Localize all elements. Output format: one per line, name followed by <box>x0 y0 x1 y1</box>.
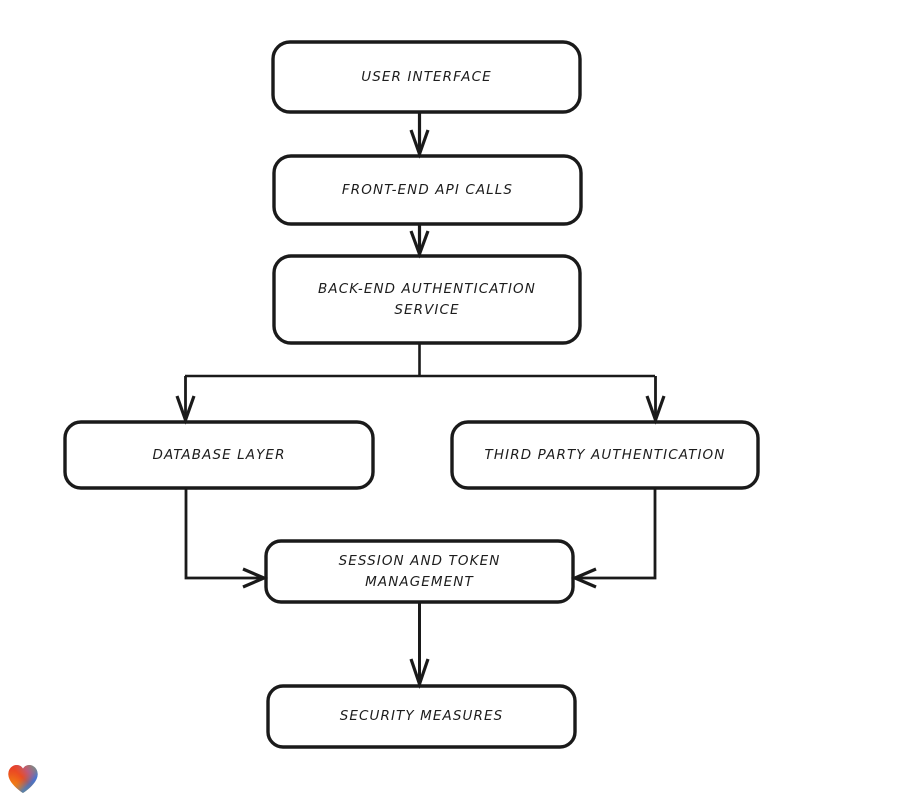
edge-session-to-security <box>409 602 430 689</box>
node-hit-front-end-api-calls[interactable] <box>274 156 581 224</box>
node-user-interface[interactable] <box>271 40 582 114</box>
edge-api-to-backend <box>409 224 430 259</box>
node-hit-database-layer[interactable] <box>65 422 373 488</box>
node-hit-third-party-authentication[interactable] <box>452 422 758 488</box>
node-hit-security-measures[interactable] <box>268 686 575 747</box>
heart-icon <box>8 764 38 794</box>
edge-backend-to-database <box>175 376 196 425</box>
node-hit-user-interface[interactable] <box>273 42 580 112</box>
node-security-measures[interactable] <box>266 684 577 749</box>
edge-thirdparty-to-session <box>570 488 657 589</box>
node-front-end-api-calls[interactable] <box>272 154 583 226</box>
node-back-end-authentication-service[interactable] <box>272 254 582 345</box>
heart-shape-overlay <box>8 764 38 794</box>
edge-backend-split-trunk <box>185 343 655 378</box>
node-third-party-authentication[interactable] <box>450 420 760 490</box>
node-hit-back-end-authentication-service[interactable] <box>274 256 580 343</box>
edge-backend-to-thirdparty <box>645 376 666 425</box>
edge-ui-to-api <box>409 112 430 159</box>
node-hit-session-and-token-management[interactable] <box>266 541 573 602</box>
edge-database-to-session <box>184 488 269 589</box>
node-database-layer[interactable] <box>63 420 375 490</box>
